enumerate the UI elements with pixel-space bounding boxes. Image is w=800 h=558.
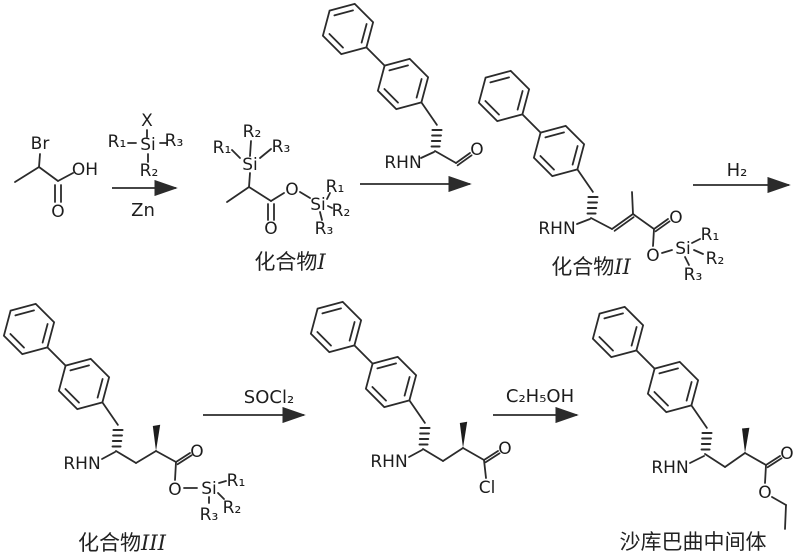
biphenyl-group <box>593 307 712 450</box>
r3-label: R₃ <box>272 137 291 157</box>
methyl-wedge-bond <box>459 421 468 448</box>
bromopropanoic-acid-structure: Br OH O <box>14 134 98 222</box>
step5-arrow-group: C₂H₅OH <box>493 386 579 424</box>
r2-label: R₂ <box>243 122 262 142</box>
acyl-chloride-structure: RHN O Cl <box>311 302 512 498</box>
caption-prefix: 化合物 <box>78 531 141 555</box>
r3-label: R₃ <box>684 265 703 285</box>
carbonyl-o-label: O <box>190 442 203 462</box>
skeleton-bonds <box>576 191 704 266</box>
r2-label: R₂ <box>223 498 242 518</box>
methyl-wedge-bond <box>152 424 161 451</box>
socl2-reagent-label: SOCl₂ <box>244 387 294 408</box>
caption-prefix: 化合物 <box>254 250 317 274</box>
step1-arrow-group: X R₁ Si R₃ R₂ Zn <box>108 111 184 221</box>
caption-numeral: II <box>613 255 631 279</box>
h2-reagent-label: H₂ <box>727 160 748 181</box>
r1-label: R₁ <box>701 225 720 245</box>
si-atom-label: Si <box>201 479 217 499</box>
biphenyl-group <box>479 71 598 214</box>
si-atom-label: Si <box>242 155 258 175</box>
sacubitril-intermediate-structure: RHN O O 沙库巴曲中间体 <box>593 307 794 554</box>
reagent-bonds <box>127 129 167 163</box>
r2-label: R₂ <box>706 249 725 269</box>
carbonyl-o-label: O <box>498 439 511 459</box>
step3-arrow-group: H₂ <box>693 160 791 194</box>
step4-arrow-group: SOCl₂ <box>203 387 306 424</box>
r3-label: R₃ <box>200 505 219 525</box>
rhn-label: RHN <box>384 153 421 173</box>
r3-label: R₃ <box>315 219 334 239</box>
compound-iii-caption: 化合物III <box>78 531 167 555</box>
r2-label: R₂ <box>332 201 351 221</box>
ethanol-reagent-label: C₂H₅OH <box>506 386 574 407</box>
ester-o-label: O <box>758 483 771 503</box>
compound-i-caption: 化合物I <box>254 250 326 274</box>
skeleton-bonds <box>689 452 787 530</box>
compound-ii-structure: RHN O O Si R₁ R₂ R₃ 化合物II <box>479 71 724 285</box>
compound-i-structure: R₂ R₁ R₃ Si O O Si R₁ R₂ R₃ 化合物I <box>213 122 351 274</box>
r3-label: R₃ <box>165 131 184 151</box>
r2-label: R₂ <box>140 161 159 181</box>
x-atom-label: X <box>141 111 153 131</box>
compound-ii-caption: 化合物II <box>551 255 631 279</box>
skeleton-bonds <box>408 447 501 479</box>
caption-numeral: I <box>316 250 326 274</box>
oh-atom-label: OH <box>72 160 98 180</box>
cl-atom-label: Cl <box>479 478 496 498</box>
carbonyl-o-label: O <box>780 444 793 464</box>
ester-o-label: O <box>646 246 659 266</box>
si-atom-label: Si <box>310 195 326 215</box>
skeleton-bonds <box>420 150 473 167</box>
zn-reagent-label: Zn <box>131 200 155 221</box>
aldehyde-o-label: O <box>470 140 483 160</box>
o-atom-label: O <box>51 202 64 222</box>
si-atom-label: Si <box>675 239 691 259</box>
skeleton-bonds <box>14 153 74 203</box>
si-atom-label: Si <box>140 135 156 155</box>
skeleton-bonds <box>101 450 227 504</box>
biphenyl-group <box>4 304 123 447</box>
biphenyl-aldehyde-structure: RHN O <box>323 4 484 173</box>
rhn-label: RHN <box>538 219 575 239</box>
methyl-wedge-bond <box>742 427 750 453</box>
r1-label: R₁ <box>213 138 232 158</box>
compound-iii-structure: RHN O O Si R₁ R₂ R₃ 化合物III <box>4 304 245 555</box>
skeleton-bonds <box>226 140 333 221</box>
rhn-label: RHN <box>651 458 688 478</box>
biphenyl-group <box>311 302 430 445</box>
r1-label: R₁ <box>326 177 345 197</box>
r1-label: R₁ <box>227 471 246 491</box>
ester-o-label: O <box>285 180 298 200</box>
rhn-label: RHN <box>63 454 100 474</box>
rhn-label: RHN <box>370 452 407 472</box>
biphenyl-group <box>323 4 442 147</box>
carbonyl-o-label: O <box>264 219 277 239</box>
product-caption: 沙库巴曲中间体 <box>620 530 767 554</box>
ester-o-label: O <box>168 480 181 500</box>
caption-prefix: 化合物 <box>551 255 614 279</box>
r1-label: R₁ <box>108 132 127 152</box>
br-atom-label: Br <box>31 134 50 154</box>
caption-numeral: III <box>140 531 167 555</box>
carbonyl-o-label: O <box>669 208 682 228</box>
